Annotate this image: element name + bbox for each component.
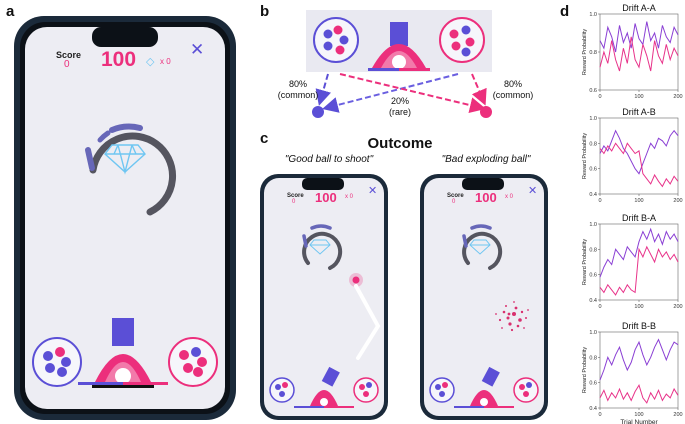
y-tick-label: 0.6 <box>589 273 597 279</box>
y-tick-label: 0.4 <box>589 298 597 304</box>
y-tick-label: 0.8 <box>589 247 597 253</box>
phone-screen <box>25 27 225 409</box>
series-line-pink <box>599 36 679 72</box>
outcome-title: Outcome <box>367 135 433 152</box>
ball-trajectory <box>354 284 381 360</box>
close-button-small-right[interactable]: ✕ <box>528 185 538 197</box>
panel-label-d: d <box>560 3 570 20</box>
series-line-pink <box>599 142 679 188</box>
y-tick-label: 1.0 <box>589 12 597 18</box>
panel-label-c: c <box>260 130 269 147</box>
phone-large <box>14 16 236 420</box>
series-line-purple <box>599 227 679 278</box>
y-tick-label: 0.4 <box>589 406 597 412</box>
plot-frame <box>599 13 679 91</box>
plot-frame <box>599 223 679 301</box>
y-tick-label: 0.6 <box>589 167 597 173</box>
series-line-purple <box>599 338 679 381</box>
right-prob: 80% <box>503 79 522 89</box>
arrow-right-common <box>471 73 487 106</box>
mid-note: (rare) <box>389 107 411 117</box>
score-value: 0 <box>64 59 70 70</box>
close-button-small-left[interactable]: ✕ <box>368 185 378 197</box>
x-tick-label: 200 <box>673 94 682 100</box>
panel-label-a: a <box>6 3 15 20</box>
cannon-machine <box>32 318 218 388</box>
score-label-small-left: Score <box>287 193 304 199</box>
arrow-rare-to-right <box>339 73 486 113</box>
y-tick-label: 0.8 <box>589 141 597 147</box>
mid-prob: 20% <box>390 96 409 106</box>
x-tick-label: 0 <box>598 94 601 100</box>
y-tick-label: 1.0 <box>589 222 597 228</box>
big-score-small-left: 100 <box>315 190 337 205</box>
chart-title: Drift A-B <box>622 107 656 117</box>
x-tick-label: 200 <box>673 412 682 418</box>
blue-outcome-ball <box>312 106 324 118</box>
right-note: (common) <box>492 90 534 100</box>
score-value-small-left: 0 <box>292 199 296 205</box>
series-line-purple <box>599 21 679 53</box>
x-tick-label: 100 <box>634 304 643 310</box>
gem-count: x 0 <box>160 57 171 66</box>
y-axis-label: Reward Probability <box>582 347 588 393</box>
y-tick-label: 0.6 <box>589 381 597 387</box>
x-tick-label: 200 <box>673 304 682 310</box>
left-note: (common) <box>277 90 319 100</box>
transition-diagram <box>306 10 492 118</box>
series-line-pink <box>599 245 679 296</box>
plot-frame <box>599 117 679 195</box>
right-caption: "Bad exploding ball" <box>441 154 531 165</box>
x-tick-label: 100 <box>634 94 643 100</box>
chart-title: Drift A-A <box>622 3 656 13</box>
series-line-purple <box>599 129 679 175</box>
chart-title: Drift B-B <box>622 321 656 331</box>
big-score: 100 <box>101 48 137 71</box>
close-button[interactable]: ✕ <box>190 40 205 59</box>
score-label: Score <box>56 50 82 60</box>
right-urn-icon <box>439 17 485 63</box>
y-axis-label: Reward Probability <box>582 29 588 75</box>
left-prob: 80% <box>288 79 307 89</box>
big-score-small-right: 100 <box>475 190 497 205</box>
gem-count-small-right: x 0 <box>505 194 514 200</box>
chart-title: Drift B-A <box>622 213 656 223</box>
left-urn-icon <box>313 17 359 63</box>
y-axis-label: Reward Probability <box>582 133 588 179</box>
y-tick-label: 0.4 <box>589 192 597 198</box>
y-tick-label: 1.0 <box>589 116 597 122</box>
panel-label-b: b <box>260 3 270 20</box>
y-tick-label: 0.8 <box>589 50 597 56</box>
gem-count-small-left: x 0 <box>345 194 354 200</box>
x-tick-label: 100 <box>634 412 643 418</box>
gem-icon: ◇ <box>146 56 155 68</box>
y-tick-label: 1.0 <box>589 330 597 336</box>
left-caption: "Good ball to shoot" <box>284 154 374 165</box>
pink-outcome-ball <box>480 106 492 118</box>
phone-bad <box>420 174 548 420</box>
diamond-icon <box>104 144 146 175</box>
explosion-particles <box>495 301 529 332</box>
y-axis-label: Reward Probability <box>582 239 588 285</box>
x-tick-label: 0 <box>598 412 601 418</box>
phone-notch <box>92 27 158 47</box>
arrow-rare-to-left <box>322 73 459 113</box>
diamond-ring <box>85 123 177 216</box>
x-tick-label: 0 <box>598 198 601 204</box>
y-tick-label: 0.8 <box>589 355 597 361</box>
x-tick-label: 0 <box>598 304 601 310</box>
x-axis-label: Trial Number <box>620 419 658 424</box>
arrow-left-common <box>315 73 331 106</box>
x-tick-label: 100 <box>634 198 643 204</box>
phone-good <box>260 174 388 420</box>
good-ball <box>352 276 360 284</box>
y-tick-label: 0.6 <box>589 88 597 94</box>
x-tick-label: 200 <box>673 198 682 204</box>
score-label-small-right: Score <box>447 193 464 199</box>
outcome-phones <box>260 174 548 420</box>
score-value-small-right: 0 <box>452 199 456 205</box>
cannon-icon <box>368 22 430 71</box>
series-line-pink <box>599 384 679 404</box>
